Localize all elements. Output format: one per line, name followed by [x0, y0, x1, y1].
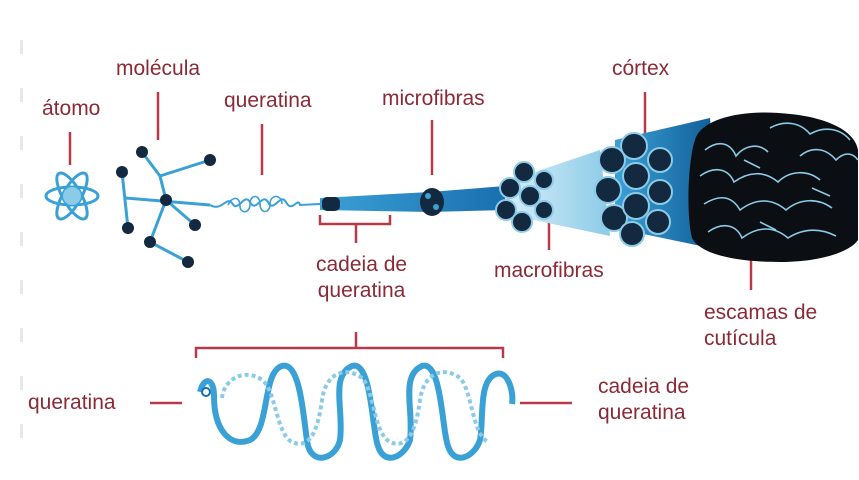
- label-macrofibras: macrofibras: [494, 258, 604, 284]
- label-cadeia-mid-line1: cadeia de: [316, 252, 407, 278]
- keratin-coil-icon: [210, 197, 320, 212]
- microfibril-icon: [320, 186, 505, 216]
- label-escamas-line1: escamas de: [704, 300, 817, 326]
- label-cadeia-right-line2: queratina: [598, 400, 689, 426]
- label-cadeia-right-line1: cadeia de: [598, 374, 689, 400]
- label-cadeia-de-queratina-mid: cadeia de queratina: [316, 252, 407, 304]
- molecule-icon: [116, 146, 216, 268]
- label-microfibras: microfibras: [382, 86, 485, 112]
- label-escamas-line2: cutícula: [704, 326, 817, 352]
- macrofibril-icon: [496, 150, 610, 236]
- label-molecula: molécula: [116, 56, 200, 82]
- label-atomo: átomo: [42, 96, 100, 122]
- label-queratina-bottom: queratina: [28, 390, 116, 416]
- label-escamas-de-cuticula: escamas de cutícula: [704, 300, 817, 352]
- cuticle-scales-icon: [688, 112, 858, 262]
- label-cadeia-de-queratina-right: cadeia de queratina: [598, 374, 689, 426]
- label-cadeia-mid-line2: queratina: [316, 278, 407, 304]
- helix-icon: [200, 366, 512, 458]
- label-cortex: córtex: [612, 56, 669, 82]
- label-queratina-top: queratina: [224, 88, 312, 114]
- atom-icon: [46, 169, 98, 223]
